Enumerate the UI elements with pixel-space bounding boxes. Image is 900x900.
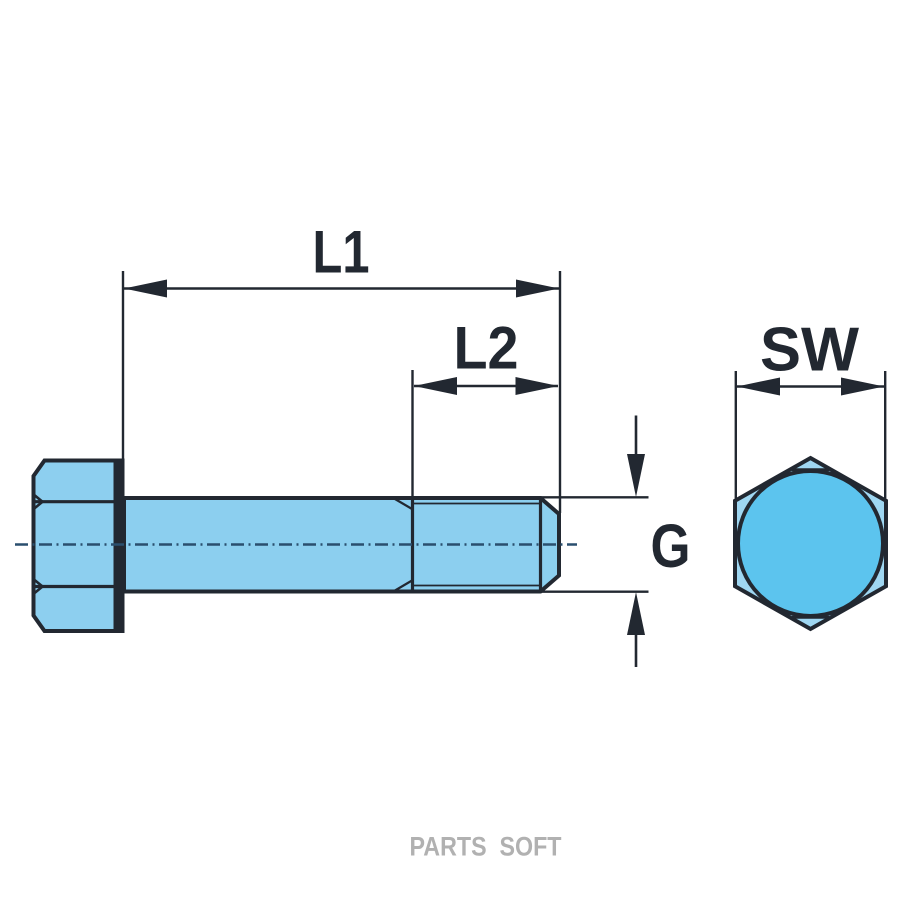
svg-text:PARTS SOFT: PARTS SOFT xyxy=(410,832,562,862)
svg-text:L2: L2 xyxy=(454,315,519,382)
svg-text:G: G xyxy=(651,512,691,580)
svg-text:L1: L1 xyxy=(313,219,370,286)
svg-text:SW: SW xyxy=(760,316,859,385)
